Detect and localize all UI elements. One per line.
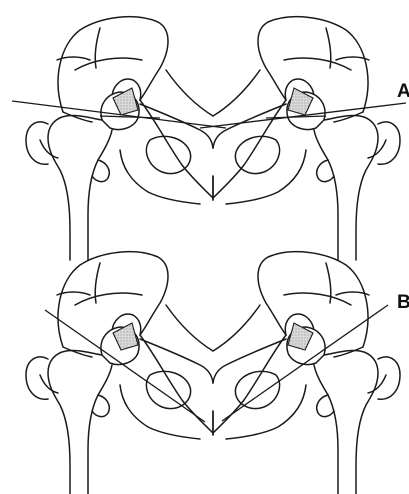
panel-a-right-hip <box>213 17 400 260</box>
panel-b-right-hip <box>213 252 400 494</box>
panel-b: B <box>26 252 409 494</box>
panel-a-label: A <box>397 81 409 102</box>
panel-b-left-hip <box>26 252 213 494</box>
panel-a-left-hip <box>26 17 213 260</box>
panel-a: A <box>12 17 409 260</box>
panel-b-label: B <box>397 292 409 313</box>
